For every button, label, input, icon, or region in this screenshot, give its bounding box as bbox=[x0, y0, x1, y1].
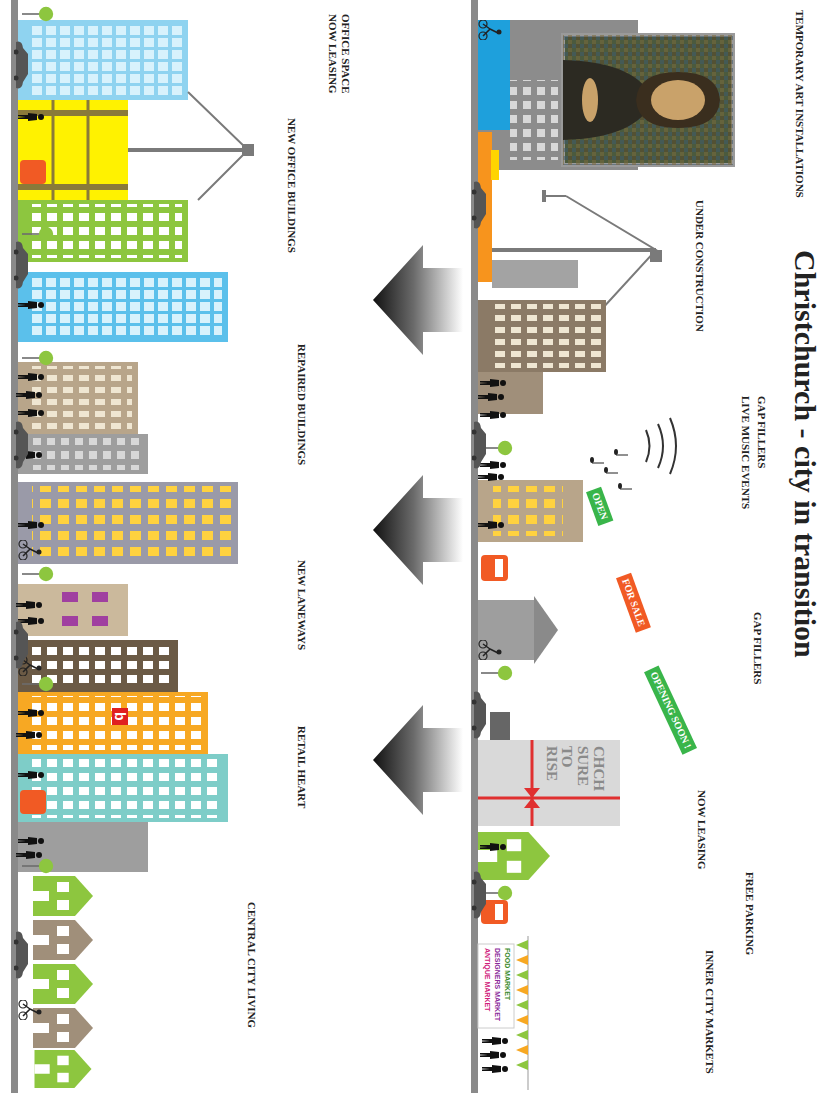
street-label: TEMPORARY ART INSTALLATIONS bbox=[793, 10, 806, 198]
street-label: NEW LANEWAYS bbox=[295, 560, 308, 650]
street-label: FREE PARKING bbox=[743, 872, 756, 955]
street-label: UNDER CONSTRUCTION bbox=[693, 200, 706, 332]
transition-arrows bbox=[373, 245, 463, 815]
diagram-title: Christchurch - city in transition bbox=[788, 250, 823, 658]
market-sign: DESIGNERS MARKET bbox=[493, 948, 501, 1021]
street-label: INNER CITY MARKETS bbox=[703, 950, 716, 1074]
sign-label: OPEN bbox=[587, 487, 614, 526]
street-label: CENTRAL CITY LIVING bbox=[245, 902, 258, 1028]
sign-label: FOR SALE bbox=[617, 573, 651, 633]
street-label: REPAIRED BUILDINGS bbox=[295, 344, 308, 465]
street-label: OFFICE SPACE NOW LEASING bbox=[327, 14, 352, 104]
before-street bbox=[471, 0, 733, 1093]
street-label: GAP FILLERS bbox=[755, 396, 768, 468]
street-label: RETAIL HEART bbox=[295, 726, 308, 808]
after-street bbox=[11, 0, 254, 1093]
market-sign: ANTIQUE MARKET bbox=[483, 948, 491, 1011]
street-label: LIVE MUSIC EVENTS bbox=[739, 396, 752, 509]
market-sign: FOOD MARKET bbox=[503, 948, 511, 1000]
street-label: NEW OFFICE BUILDINGS bbox=[285, 118, 298, 253]
shop-sign: b bbox=[112, 708, 128, 725]
street-label: NOW LEASING bbox=[695, 790, 708, 870]
street-label: GAP FILLERS bbox=[751, 612, 764, 684]
building-sign: CHCH SURE TO RISE bbox=[543, 746, 606, 794]
sign-label: OPENING SOON ! bbox=[645, 665, 698, 754]
